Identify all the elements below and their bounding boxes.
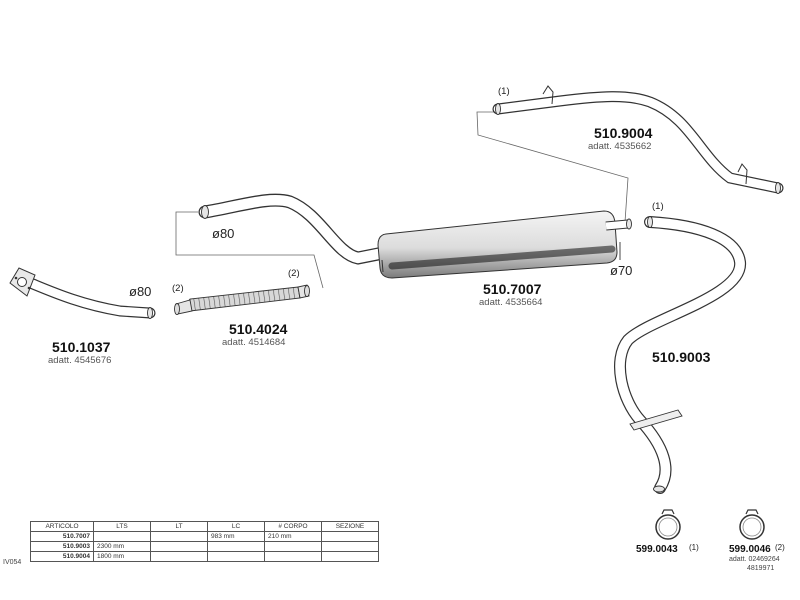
diameter-label-80-left: ø80 [129, 284, 152, 299]
part-extra-599-0046: 4819971 [747, 565, 775, 572]
col-corpo: # CORPO [264, 521, 322, 532]
tail-pipe-510-9004 [492, 85, 784, 194]
front-pipe-510-1037 [9, 267, 156, 319]
part-code-510-9004: 510.9004 [594, 125, 653, 141]
cell-lt [150, 541, 208, 552]
part-code-510-1037: 510.1037 [52, 339, 111, 355]
cell-articolo: 510.9004 [30, 551, 94, 562]
cell-corpo [264, 551, 322, 562]
cell-articolo: 510.7007 [30, 531, 94, 542]
cell-lts [93, 531, 151, 542]
cell-sezione [321, 541, 379, 552]
tail-pipe-510-9003 [614, 216, 746, 494]
ref-marker-2-right: (2) [288, 268, 300, 279]
clamp-599-0043 [655, 509, 681, 540]
col-sezione: SEZIONE [321, 521, 379, 532]
ref-marker-1-right: (1) [652, 201, 664, 212]
part-code-510-7007: 510.7007 [483, 281, 542, 297]
cell-lt [150, 551, 208, 562]
part-adatt-510-7007: adatt. 4535664 [479, 297, 543, 308]
cell-articolo: 510.9003 [30, 541, 94, 552]
cell-lc: 983 mm [207, 531, 265, 542]
ref-marker-1-top: (1) [498, 86, 510, 97]
clamp-ref-599-0043: (1) [689, 543, 699, 552]
table-row: 510.9004 1800 mm [30, 551, 379, 562]
part-adatt-510-9004: adatt. 4535662 [588, 141, 652, 152]
part-code-599-0046: 599.0046 [729, 544, 771, 555]
spec-table-header: ARTICOLO LTS LT LC # CORPO SEZIONE [30, 521, 379, 532]
diameter-label-80-top: ø80 [212, 226, 235, 241]
part-adatt-510-1037: adatt. 4545676 [48, 355, 112, 366]
part-code-599-0043: 599.0043 [636, 544, 678, 555]
col-lt: LT [150, 521, 208, 532]
diagram-code: IV054 [3, 559, 22, 566]
clamp-ref-599-0046: (2) [775, 543, 785, 552]
spec-table: ARTICOLO LTS LT LC # CORPO SEZIONE 510.7… [30, 521, 379, 562]
table-row: 510.7007 983 mm 210 mm [30, 531, 379, 542]
cell-sezione [321, 531, 379, 542]
part-adatt-510-4024: adatt. 4514684 [222, 337, 286, 348]
connection-lines [175, 111, 629, 289]
ref-marker-2-left: (2) [172, 283, 184, 294]
cell-corpo [264, 541, 322, 552]
cell-lts: 2300 mm [93, 541, 151, 552]
col-lts: LTS [93, 521, 151, 532]
cell-lt [150, 531, 208, 542]
part-code-510-9003: 510.9003 [652, 349, 711, 365]
col-lc: LC [207, 521, 265, 532]
diameter-label-70: ø70 [610, 263, 633, 278]
cell-sezione [321, 551, 379, 562]
cell-lc [207, 551, 265, 562]
part-code-510-4024: 510.4024 [229, 321, 288, 337]
table-row: 510.9003 2300 mm [30, 541, 379, 552]
col-articolo: ARTICOLO [30, 521, 94, 532]
cell-lts: 1800 mm [93, 551, 151, 562]
clamp-599-0046 [739, 509, 765, 540]
muffler-510-7007 [198, 193, 632, 279]
flex-tube-510-4024 [174, 284, 310, 315]
part-adatt-599-0046: adatt. 02469264 [729, 556, 780, 563]
cell-lc [207, 541, 265, 552]
cell-corpo: 210 mm [264, 531, 322, 542]
